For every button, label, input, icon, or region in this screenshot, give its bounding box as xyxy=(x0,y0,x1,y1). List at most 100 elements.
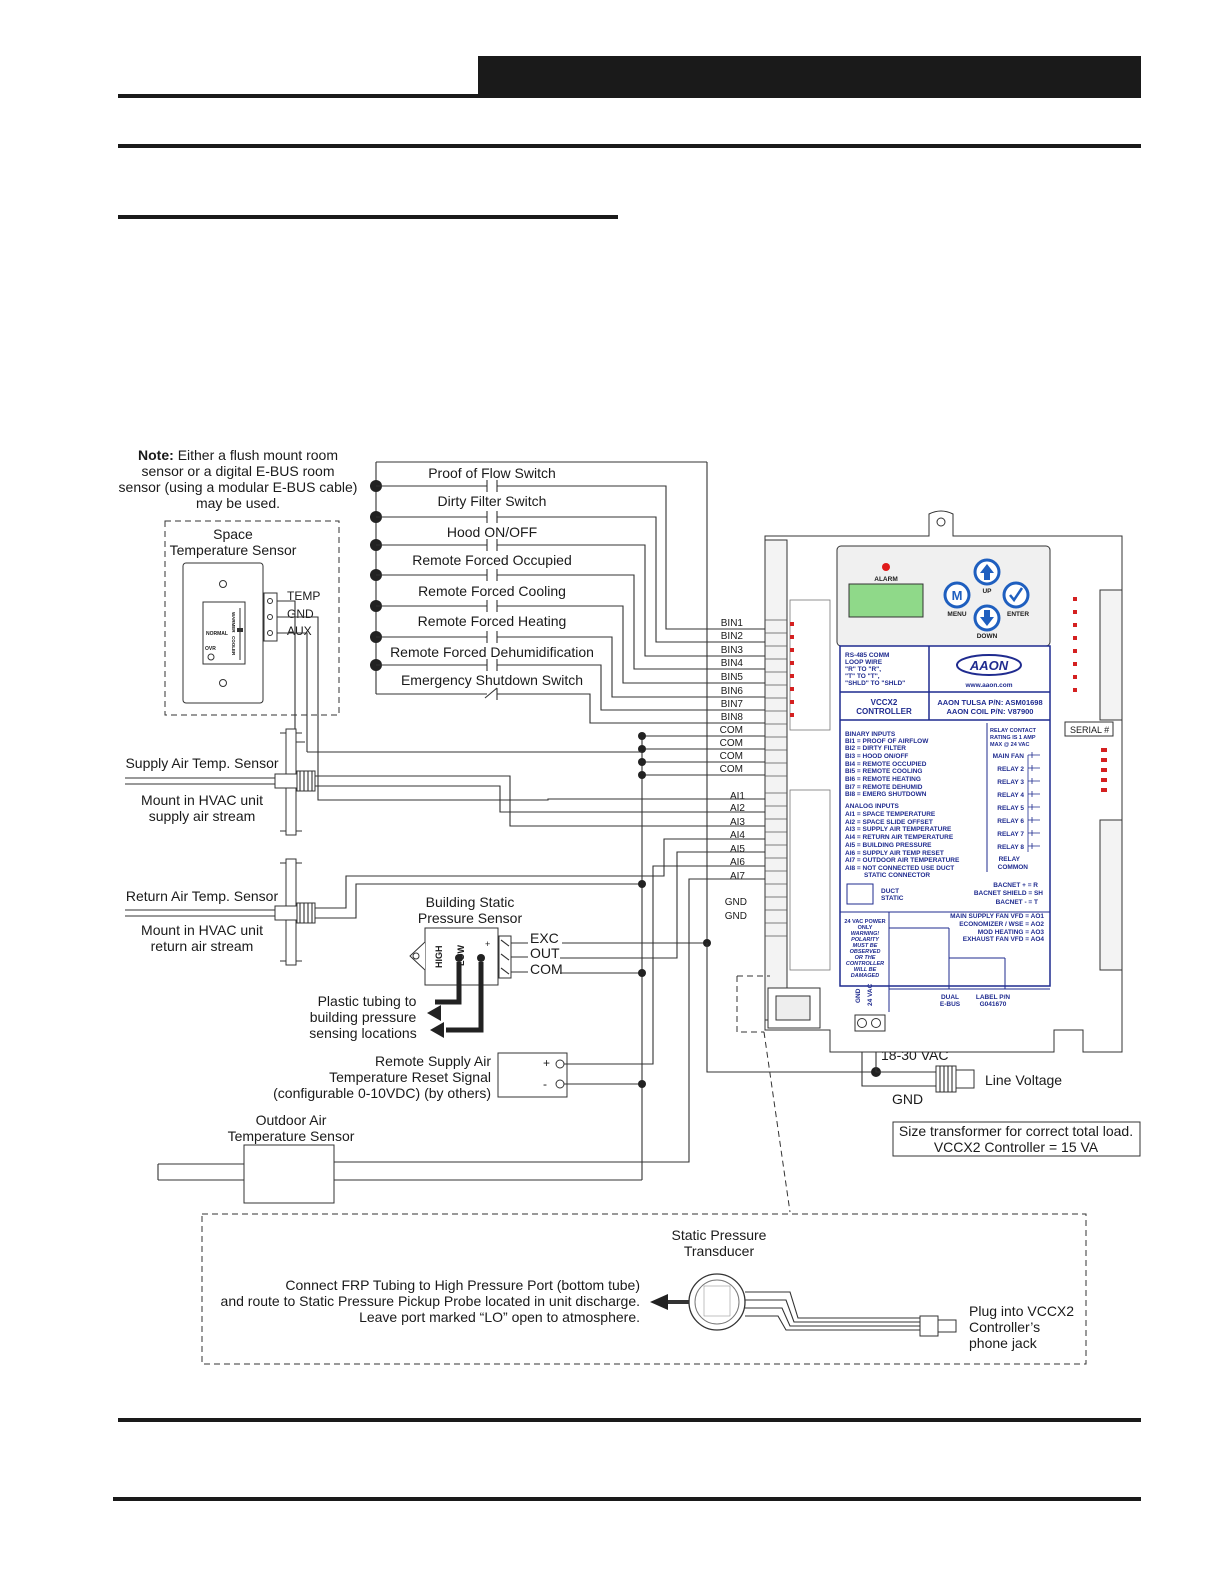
svg-text:Pressure Sensor: Pressure Sensor xyxy=(418,910,523,926)
svg-text:MUST BE: MUST BE xyxy=(853,943,878,949)
svg-text:Note: Either a flush mount roo: Note: Either a flush mount room xyxy=(138,447,338,463)
header-rule xyxy=(118,94,480,98)
svg-text:"T" TO "T",: "T" TO "T", xyxy=(845,673,880,680)
svg-text:DUAL: DUAL xyxy=(941,994,959,1001)
svg-text:RELAY CONTACT: RELAY CONTACT xyxy=(990,728,1037,734)
svg-text:-: - xyxy=(543,1077,547,1091)
subsection-rule xyxy=(118,215,618,219)
svg-text:BIN5: BIN5 xyxy=(721,672,744,683)
switch-label: Hood ON/OFF xyxy=(447,524,537,540)
vccx2-controller: SERIAL # ALARM UP M MENU ENTER DOWN xyxy=(764,510,1123,1053)
svg-text:+: + xyxy=(485,939,490,949)
svg-text:GND: GND xyxy=(855,988,862,1003)
switch-label: Remote Forced Cooling xyxy=(418,583,566,599)
svg-text:UP: UP xyxy=(982,588,992,595)
svg-text:RELAY 4: RELAY 4 xyxy=(997,792,1024,799)
svg-text:Plug into VCCX2: Plug into VCCX2 xyxy=(969,1303,1074,1319)
svg-text:Outdoor Air: Outdoor Air xyxy=(256,1112,327,1128)
remote-reset-signal: Remote Supply Air Temperature Reset Sign… xyxy=(273,865,765,1101)
svg-text:supply air stream: supply air stream xyxy=(149,808,256,824)
svg-text:BIN3: BIN3 xyxy=(721,645,744,656)
svg-text:WARNING!: WARNING! xyxy=(851,931,880,937)
svg-text:24 VAC POWER: 24 VAC POWER xyxy=(844,919,885,925)
space-sensor-wiring xyxy=(277,600,765,801)
svg-text:RELAY 8: RELAY 8 xyxy=(997,844,1024,851)
svg-text:ENTER: ENTER xyxy=(1007,611,1029,618)
svg-text:CONTROLLER: CONTROLLER xyxy=(846,961,884,967)
svg-text:AAON COIL P/N: V87900: AAON COIL P/N: V87900 xyxy=(947,707,1034,716)
svg-text:phone jack: phone jack xyxy=(969,1335,1038,1351)
svg-text:AI1 = SPACE TEMPERATURE: AI1 = SPACE TEMPERATURE xyxy=(845,811,936,818)
svg-text:MAIN FAN: MAIN FAN xyxy=(993,753,1025,760)
svg-text:COM: COM xyxy=(720,764,743,775)
svg-text:OR THE: OR THE xyxy=(855,955,876,961)
svg-text:(configurable 0-10VDC) (by oth: (configurable 0-10VDC) (by others) xyxy=(273,1085,491,1101)
svg-text:Temperature Sensor: Temperature Sensor xyxy=(170,542,297,558)
svg-text:COM: COM xyxy=(530,961,563,977)
svg-text:COMMON: COMMON xyxy=(998,864,1029,871)
svg-text:Controller’s: Controller’s xyxy=(969,1319,1040,1335)
svg-text:www.aaon.com: www.aaon.com xyxy=(964,682,1012,689)
svg-text:STATIC: STATIC xyxy=(881,895,904,902)
svg-text:RELAY 2: RELAY 2 xyxy=(997,766,1024,773)
svg-text:AI6 = SUPPLY AIR TEMP RESET: AI6 = SUPPLY AIR TEMP RESET xyxy=(845,850,944,857)
return-air-temp-sensor: Return Air Temp. Sensor Mount in HVAC un… xyxy=(125,838,765,966)
svg-text:M: M xyxy=(952,588,963,603)
outdoor-air-temp-sensor: Outdoor Air Temperature Sensor xyxy=(157,878,765,1204)
svg-text:GND: GND xyxy=(287,607,314,621)
svg-text:HIGH: HIGH xyxy=(434,946,444,969)
svg-text:ONLY: ONLY xyxy=(858,925,873,931)
down-button: DOWN xyxy=(973,604,1001,640)
menu-button: M MENU xyxy=(943,581,971,618)
svg-text:AI4 = RETURN AIR TEMPERATURE: AI4 = RETURN AIR TEMPERATURE xyxy=(845,834,954,841)
supply-air-temp-sensor: Supply Air Temp. Sensor Mount in HVAC un… xyxy=(125,728,765,836)
binary-input-switches: Proof of Flow Switch Dirty Filter Switch… xyxy=(370,461,765,944)
svg-text:Remote Supply Air: Remote Supply Air xyxy=(375,1053,491,1069)
svg-text:ECONOMIZER / WSE = AO2: ECONOMIZER / WSE = AO2 xyxy=(959,921,1044,928)
svg-text:and route to Static Pressure P: and route to Static Pressure Pickup Prob… xyxy=(221,1293,640,1309)
svg-text:TEMP: TEMP xyxy=(287,589,320,603)
svg-text:Mount in HVAC unit: Mount in HVAC unit xyxy=(141,922,263,938)
svg-text:G041670: G041670 xyxy=(980,1001,1007,1008)
switch-label: Remote Forced Dehumidification xyxy=(390,644,594,660)
svg-text:AUX: AUX xyxy=(287,624,312,638)
svg-text:Plastic tubing to: Plastic tubing to xyxy=(318,993,417,1009)
svg-text:Temperature Reset Signal: Temperature Reset Signal xyxy=(329,1069,491,1085)
svg-text:BI3 = HOOD ON/OFF: BI3 = HOOD ON/OFF xyxy=(845,753,908,760)
footer-rule-top xyxy=(118,1418,1141,1422)
svg-text:Temperature Sensor: Temperature Sensor xyxy=(228,1128,355,1144)
svg-text:BI7 = REMOTE DEHUMID: BI7 = REMOTE DEHUMID xyxy=(845,784,923,791)
svg-text:NORMAL: NORMAL xyxy=(206,631,228,637)
svg-text:AI3: AI3 xyxy=(730,817,745,828)
svg-text:BIN2: BIN2 xyxy=(721,631,744,642)
svg-text:AI1: AI1 xyxy=(730,791,745,802)
svg-text:AI3 = SUPPLY AIR TEMPERATURE: AI3 = SUPPLY AIR TEMPERATURE xyxy=(845,826,952,833)
svg-text:VCCX2: VCCX2 xyxy=(871,698,898,707)
svg-text:WARMER: WARMER xyxy=(231,612,236,633)
switch-label: Emergency Shutdown Switch xyxy=(401,672,583,688)
svg-text:BI2 = DIRTY FILTER: BI2 = DIRTY FILTER xyxy=(845,745,906,752)
svg-text:SERIAL #: SERIAL # xyxy=(1070,725,1109,735)
svg-text:RELAY: RELAY xyxy=(999,856,1021,863)
svg-text:sensor (using a modular E-BUS: sensor (using a modular E-BUS cable) xyxy=(119,479,358,495)
svg-text:GND: GND xyxy=(725,897,747,908)
svg-text:RELAY 6: RELAY 6 xyxy=(997,818,1024,825)
svg-text:AI6: AI6 xyxy=(730,857,745,868)
section-rule xyxy=(118,144,1141,148)
svg-text:building pressure: building pressure xyxy=(310,1009,417,1025)
svg-text:"R" TO "R",: "R" TO "R", xyxy=(845,666,881,673)
static-pressure-transducer: Static Pressure Transducer Connect FRP T… xyxy=(201,1213,1087,1365)
svg-text:Transducer: Transducer xyxy=(684,1243,755,1259)
svg-text:AI2 = SPACE SLIDE OFFSET: AI2 = SPACE SLIDE OFFSET xyxy=(845,819,933,826)
svg-text:OBSERVED: OBSERVED xyxy=(850,949,881,955)
svg-text:BIN6: BIN6 xyxy=(721,686,744,697)
svg-text:VCCX2 Controller = 15 VA: VCCX2 Controller = 15 VA xyxy=(934,1139,1099,1155)
svg-text:WILL BE: WILL BE xyxy=(854,967,877,973)
svg-text:Building Static: Building Static xyxy=(426,894,515,910)
svg-text:EXHAUST FAN VFD = AO4: EXHAUST FAN VFD = AO4 xyxy=(963,936,1045,943)
switch-label: Remote Forced Occupied xyxy=(412,552,572,568)
footer-rule-bottom xyxy=(113,1497,1141,1501)
svg-text:"SHLD" TO "SHLD": "SHLD" TO "SHLD" xyxy=(845,680,905,687)
svg-text:RELAY 3: RELAY 3 xyxy=(997,779,1024,786)
svg-text:GND: GND xyxy=(725,911,747,922)
